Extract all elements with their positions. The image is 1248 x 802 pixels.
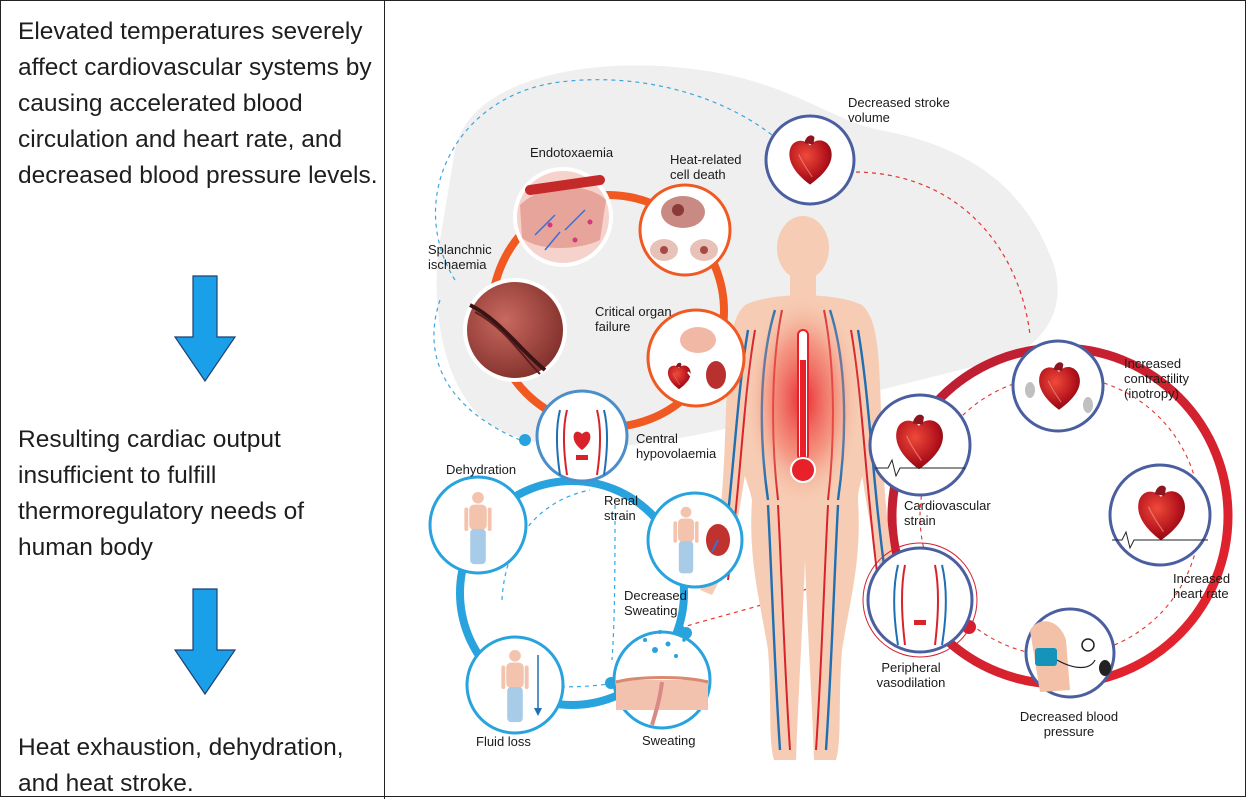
label-line: vasodilation (877, 675, 946, 690)
label-line: (inotropy) (1124, 386, 1179, 401)
connector-dot (519, 434, 531, 446)
node-sweating (614, 630, 710, 728)
label-line: Decreased blood (1020, 709, 1118, 724)
label-line: Sweating (642, 733, 695, 748)
node-central-hypovolaemia (537, 391, 627, 481)
label-line: cell death (670, 167, 726, 182)
node-decreased-stroke-volume (766, 116, 854, 204)
label-line: Decreased (624, 588, 687, 603)
label-line: failure (595, 319, 630, 334)
node-renal-strain (648, 493, 742, 587)
label-line: strain (604, 508, 636, 523)
node-cardiovascular-strain (870, 395, 970, 495)
label-dehydration: Dehydration (446, 462, 516, 477)
label-line: Fluid loss (476, 734, 531, 749)
label-line: hypovolaemia (636, 446, 717, 461)
effects-text: Elevated temperatures severely affect ca… (18, 14, 378, 194)
label-line: Critical organ (595, 304, 672, 319)
label-line: Sweating (624, 603, 677, 618)
node-dehydration (430, 477, 526, 573)
node-decreased-blood-pressure (1026, 609, 1114, 697)
node-increased-contractility (1013, 341, 1103, 431)
label-line: heart rate (1173, 586, 1229, 601)
outcome-text: Heat exhaustion, dehydration, and heat s… (18, 730, 378, 802)
label-line: Dehydration (446, 462, 516, 477)
label-line: Splanchnic (428, 242, 492, 257)
label-line: ischaemia (428, 257, 487, 272)
label-endotoxaemia: Endotoxaemia (530, 145, 614, 160)
down-arrow-icon (173, 588, 237, 696)
label-line: Peripheral (881, 660, 940, 675)
label-line: Renal (604, 493, 638, 508)
label-line: Decreased stroke (848, 95, 950, 110)
label-line: Cardiovascular (904, 498, 991, 513)
node-heat-related-cell-death (640, 185, 730, 275)
label-line: Endotoxaemia (530, 145, 614, 160)
label-line: Increased (1173, 571, 1230, 586)
node-increased-heart-rate (1110, 465, 1210, 565)
label-line: Increased (1124, 356, 1181, 371)
left-panel: Elevated temperatures severely affect ca… (0, 0, 384, 799)
label-line: volume (848, 110, 890, 125)
label-line: strain (904, 513, 936, 528)
dashed-blue-inner-2 (612, 505, 615, 660)
label-line: Central (636, 431, 678, 446)
node-critical-organ-failure (648, 310, 744, 406)
down-arrow-icon (173, 275, 237, 383)
label-sweating: Sweating (642, 733, 695, 748)
label-line: pressure (1044, 724, 1095, 739)
cardiac-output-text: Resulting cardiac output insufficient to… (18, 422, 378, 566)
node-endotoxaemia (515, 169, 611, 265)
label-fluid-loss: Fluid loss (476, 734, 531, 749)
label-line: Heat-related (670, 152, 742, 167)
node-splanchnic-ischaemia (465, 280, 565, 380)
label-line: contractility (1124, 371, 1190, 386)
node-fluid-loss (467, 637, 563, 733)
